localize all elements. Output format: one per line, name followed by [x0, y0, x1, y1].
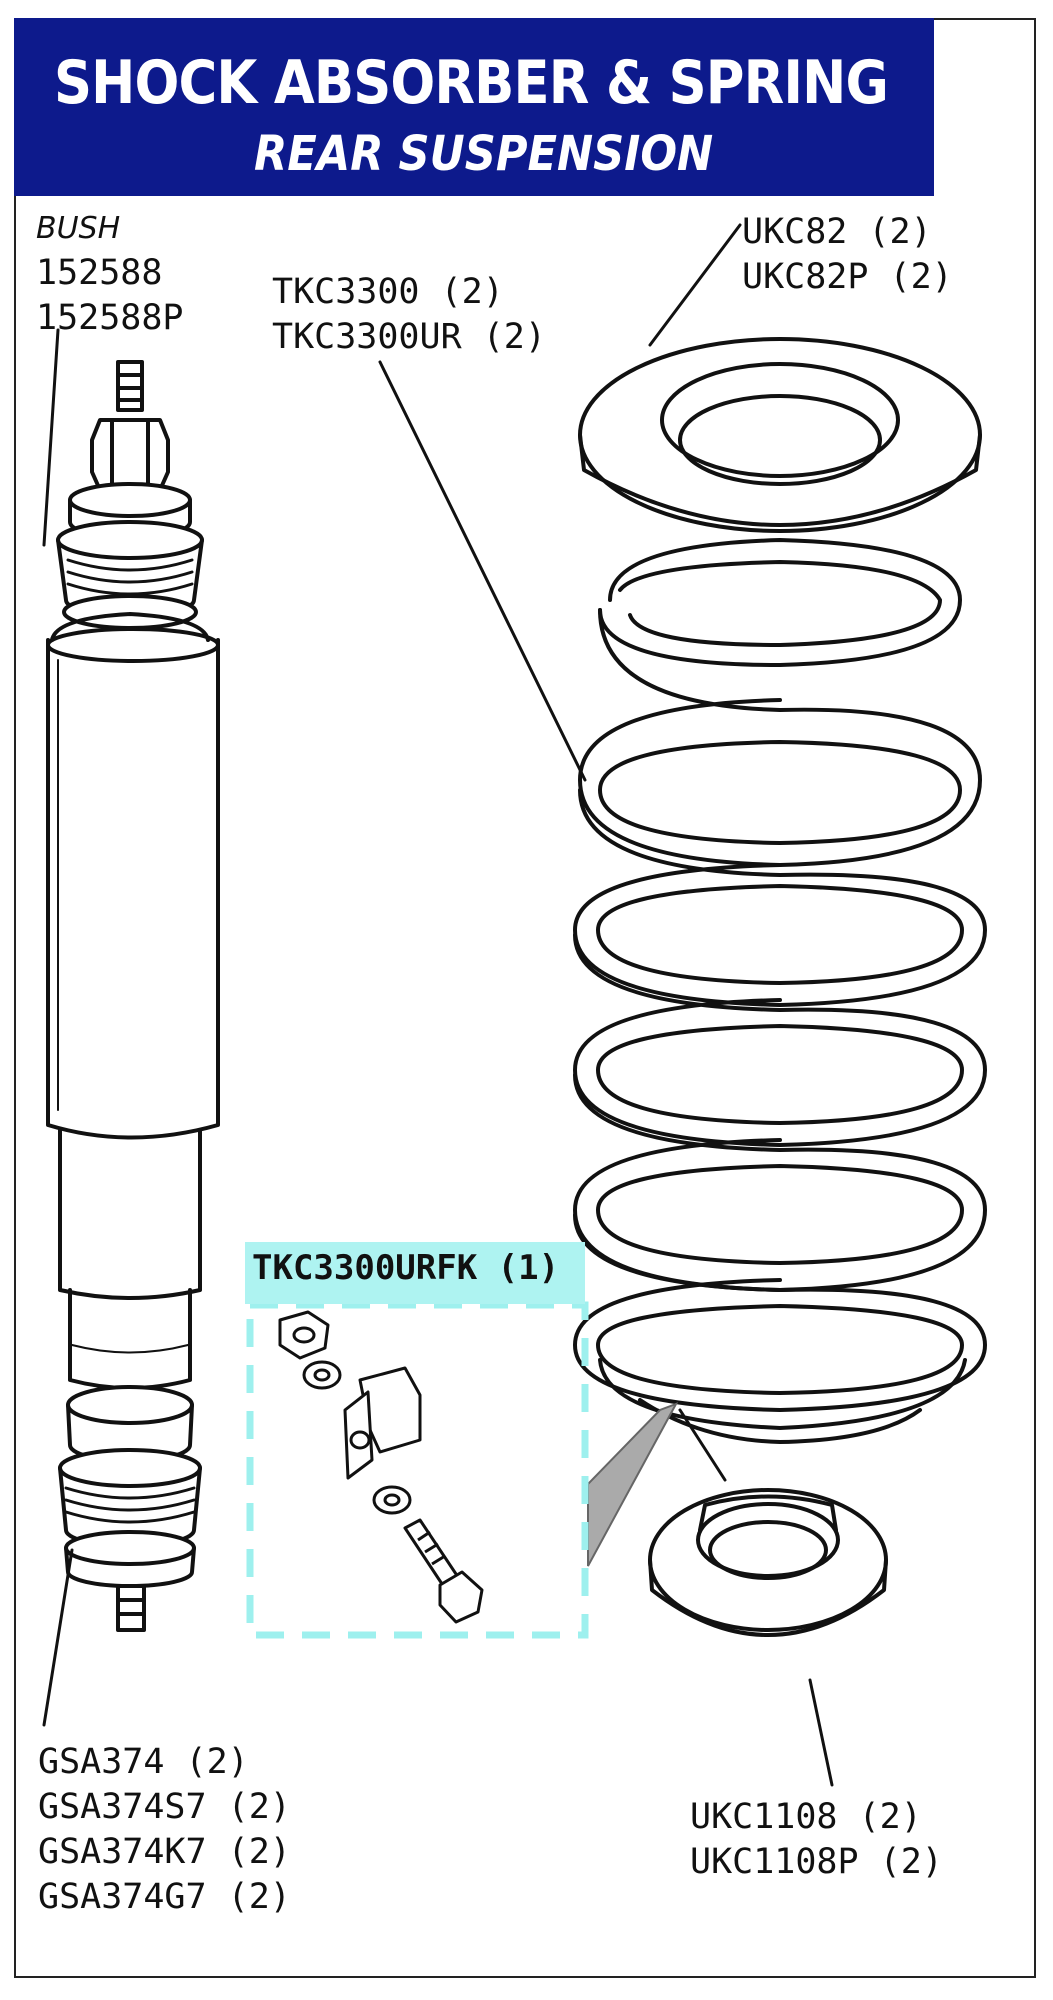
fitting-kit-part-number: TKC3300URFK (1) — [252, 1248, 560, 1288]
lower-seat-part-number: UKC1108 (2) — [690, 1797, 922, 1837]
coil-spring-drawing — [573, 538, 987, 1444]
upper-spring-seat-drawing — [578, 337, 982, 533]
bush-label: BUSH 152588 152588P — [36, 206, 184, 341]
shock-absorber-drawing — [46, 360, 220, 1632]
fitting-kit-label-bg — [245, 1242, 585, 1304]
upper-seat-label: UKC82 (2) UKC82P (2) — [742, 210, 953, 300]
shock-absorber-label: GSA374 (2) GSA374S7 (2) GSA374K7 (2) GSA… — [38, 1740, 291, 1920]
shock-part-number: GSA374 (2) — [38, 1742, 249, 1782]
spring-label: TKC3300 (2) TKC3300UR (2) — [272, 270, 546, 360]
fitting-kit-drawing — [278, 1310, 484, 1624]
bush-caption: BUSH — [36, 211, 121, 246]
upper-seat-part-number: UKC82 (2) — [742, 212, 932, 252]
spring-part-number: TKC3300 (2) — [272, 272, 504, 312]
upper-seat-part-number: UKC82P (2) — [742, 257, 953, 297]
bush-part-number: 152588P — [36, 298, 184, 338]
bush-part-number: 152588 — [36, 253, 163, 293]
lower-spring-seat-drawing — [648, 1488, 888, 1637]
shock-part-number: GSA374G7 (2) — [38, 1877, 291, 1917]
spring-part-number: TKC3300UR (2) — [272, 317, 546, 357]
lower-seat-part-number: UKC1108P (2) — [690, 1842, 943, 1882]
page-subtitle: REAR SUSPENSION — [254, 126, 714, 182]
title-banner: SHOCK ABSORBER & SPRING REAR SUSPENSION — [14, 18, 934, 196]
shock-part-number: GSA374S7 (2) — [38, 1787, 291, 1827]
page-title: SHOCK ABSORBER & SPRING — [54, 48, 889, 118]
shock-part-number: GSA374K7 (2) — [38, 1832, 291, 1872]
fitting-kit-box — [246, 1301, 589, 1639]
lower-seat-label: UKC1108 (2) UKC1108P (2) — [690, 1795, 943, 1885]
